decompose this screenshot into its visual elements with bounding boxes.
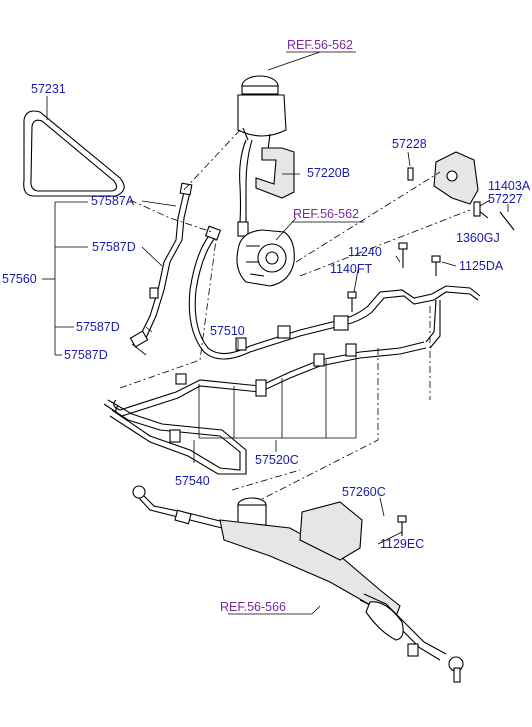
reservoir <box>237 75 287 237</box>
part-label-57227[interactable]: 57227 <box>488 192 523 206</box>
cooler-tube <box>103 399 247 475</box>
part-label-57560[interactable]: 57560 <box>2 272 37 286</box>
reservoir-bracket <box>255 147 295 199</box>
drive-belt <box>23 110 125 197</box>
part-label-1125DA[interactable]: 1125DA <box>459 259 504 273</box>
part-label-57587D-3[interactable]: 57587D <box>64 348 108 362</box>
part-label-57540[interactable]: 57540 <box>175 474 210 488</box>
pump-bracket <box>407 151 515 231</box>
part-label-11403A[interactable]: 11403A <box>488 179 531 193</box>
part-label-1129EC[interactable]: 1129EC <box>380 537 424 551</box>
part-label-1140FT[interactable]: 1140FT <box>330 262 373 276</box>
part-label-1360GJ[interactable]: 1360GJ <box>456 231 500 245</box>
part-label-57587A[interactable]: 57587A <box>91 194 135 208</box>
power-steering-pump <box>236 229 295 287</box>
part-labels: REF.56-562 57231 57220B 57228 11403A 572… <box>2 38 531 614</box>
part-label-57587D-2[interactable]: 57587D <box>76 320 120 334</box>
part-label-57510[interactable]: 57510 <box>210 324 245 338</box>
part-label-57587D-1[interactable]: 57587D <box>92 240 136 254</box>
reference-lines <box>119 129 471 501</box>
ref-label-bottom[interactable]: REF.56-566 <box>220 600 286 614</box>
part-label-57260C[interactable]: 57260C <box>342 485 386 499</box>
pressure-hose <box>188 225 481 360</box>
return-tube <box>113 299 441 439</box>
part-label-57520C[interactable]: 57520C <box>255 453 299 467</box>
part-label-57231[interactable]: 57231 <box>31 82 66 96</box>
part-label-57220B[interactable]: 57220B <box>307 166 350 180</box>
steering-gear-box <box>132 485 464 683</box>
part-label-57228[interactable]: 57228 <box>392 137 427 151</box>
suction-hose <box>129 182 193 348</box>
leader-lines <box>42 51 509 615</box>
part-label-11240[interactable]: 11240 <box>348 245 382 259</box>
ref-label-mid[interactable]: REF.56-562 <box>293 207 359 221</box>
bolts <box>347 242 441 536</box>
ref-label-top[interactable]: REF.56-562 <box>287 38 353 52</box>
gear-cover <box>299 501 363 561</box>
